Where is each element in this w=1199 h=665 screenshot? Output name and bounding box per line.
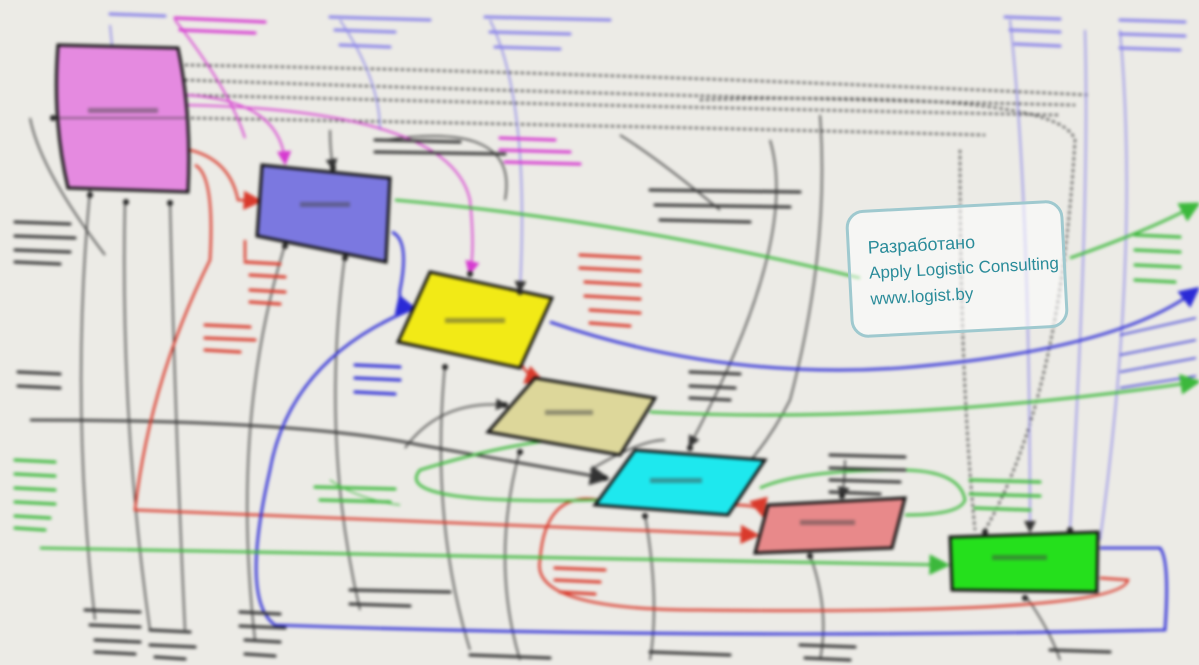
red-flow-lines [133,148,1130,612]
box-produce[interactable] [753,496,907,555]
connector-dots [50,115,1073,601]
magenta-flow-lines [174,19,480,276]
green-flow-lines [39,198,1199,576]
box-store[interactable] [592,448,768,517]
dashed-control-lines [184,64,1091,531]
box-buy[interactable] [255,163,392,264]
box-plan[interactable] [54,43,191,194]
blue-flow-lines [254,230,1199,636]
box-organize[interactable] [395,270,555,370]
watermark-box: Разработано Apply Logistic Consulting ww… [844,199,1070,339]
label-scribbles [13,12,1187,662]
box-transport[interactable] [485,376,658,457]
box-ship[interactable] [948,530,1100,594]
